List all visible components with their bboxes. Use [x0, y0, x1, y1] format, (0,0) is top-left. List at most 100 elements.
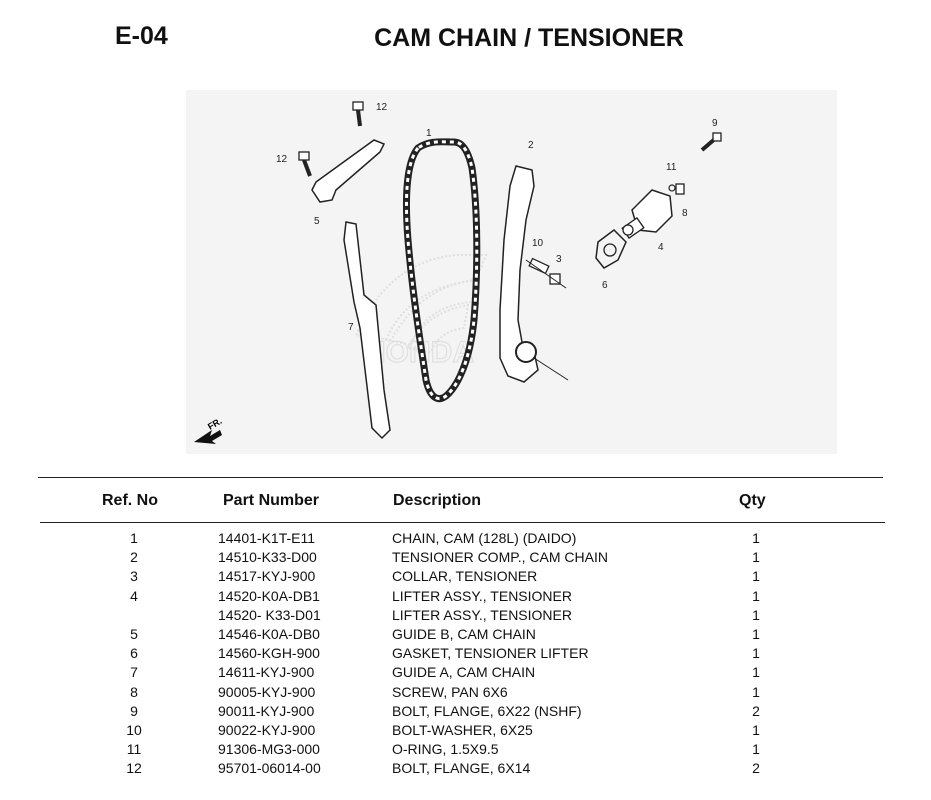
qty: 1 [752, 606, 760, 623]
cam-chain [403, 138, 481, 403]
description: COLLAR, TENSIONER [392, 568, 538, 585]
ref-no: 9 [130, 702, 138, 719]
part-number: 14546-K0A-DB0 [218, 625, 320, 642]
callout-7: 7 [348, 322, 354, 333]
part-number: 90005-KYJ-900 [218, 683, 316, 700]
callout-6: 6 [602, 280, 608, 291]
qty: 1 [752, 587, 760, 604]
qty: 1 [752, 530, 760, 546]
ref-no: 11 [126, 741, 142, 758]
callout-1: 1 [426, 128, 432, 139]
page-title: CAM CHAIN / TENSIONER [374, 24, 684, 52]
ref-no: 3 [130, 568, 138, 585]
bolt-washer-and-collar [525, 257, 567, 289]
flange-bolt-12-lower [298, 151, 312, 177]
part-number: 90022-KYJ-900 [218, 721, 316, 738]
part-number: 90011-KYJ-900 [218, 702, 315, 719]
table-row: 14520- K33-D01 LIFTER ASSY., TENSIONER 1 [0, 607, 931, 626]
qty: 2 [752, 702, 760, 719]
table-row: 3 14517-KYJ-900 COLLAR, TENSIONER 1 [0, 568, 931, 587]
col-header-part: Part Number [223, 492, 320, 509]
callout-4: 4 [658, 242, 664, 253]
part-number: 14520-K0A-DB1 [218, 587, 320, 604]
flange-bolt-12-upper [352, 101, 364, 127]
gasket [595, 229, 627, 269]
table-row: 10 90022-KYJ-900 BOLT-WASHER, 6X25 1 [0, 722, 931, 741]
ref-no: 6 [130, 645, 138, 662]
ref-no: 2 [130, 549, 138, 566]
description: BOLT, FLANGE, 6X14 [392, 760, 531, 777]
ref-no: 1 [130, 530, 138, 546]
ref-no: 8 [130, 683, 138, 700]
callout-8: 8 [682, 208, 688, 219]
guide-a [343, 221, 391, 440]
front-marker-label: FR. [206, 416, 224, 432]
col-header-qty: Qty [739, 492, 766, 509]
part-number: 14611-KYJ-900 [218, 664, 315, 681]
col-header-ref: Ref. No [102, 492, 158, 509]
front-direction-marker: FR. [194, 416, 224, 444]
callout-12a: 12 [376, 102, 388, 113]
tensioner-comp [499, 165, 539, 383]
pan-screw [675, 183, 685, 195]
table-row: 5 14546-K0A-DB0 GUIDE B, CAM CHAIN 1 [0, 626, 931, 645]
description: TENSIONER COMP., CAM CHAIN [392, 549, 608, 566]
ref-no: 7 [130, 664, 138, 681]
description: LIFTER ASSY., TENSIONER [392, 587, 572, 604]
exploded-view: HONDA [194, 101, 722, 444]
callout-12b: 12 [276, 154, 288, 165]
lifter-assy [621, 189, 673, 239]
part-number: 14517-KYJ-900 [218, 568, 316, 585]
table-row: 6 14560-KGH-900 GASKET, TENSIONER LIFTER 1 [0, 645, 931, 664]
description: GUIDE B, CAM CHAIN [392, 625, 536, 642]
ref-no: 4 [130, 587, 138, 604]
qty: 1 [752, 625, 760, 642]
description: BOLT, FLANGE, 6X22 (NSHF) [392, 702, 582, 719]
table-top-rule [38, 477, 883, 478]
part-number: 14510-K33-D00 [218, 549, 317, 566]
table-row: 1 14401-K1T-E11 CHAIN, CAM (128L) (DAIDO) 1 [0, 530, 931, 549]
part-number: 14401-K1T-E11 [218, 530, 316, 546]
qty: 1 [752, 741, 760, 758]
description: GASKET, TENSIONER LIFTER [392, 645, 589, 662]
description: BOLT-WASHER, 6X25 [392, 721, 533, 738]
qty: 1 [752, 549, 760, 566]
description: LIFTER ASSY., TENSIONER [392, 606, 572, 623]
tensioner-roller [515, 341, 537, 363]
part-number: 14560-KGH-900 [218, 645, 320, 662]
table-row: 12 95701-06014-00 BOLT, FLANGE, 6X14 2 [0, 760, 931, 779]
parts-diagram: HONDA [186, 90, 837, 454]
table-row: 9 90011-KYJ-900 BOLT, FLANGE, 6X22 (NSHF) 2 [0, 703, 931, 722]
table-header-rule [40, 522, 885, 523]
callout-11: 11 [666, 162, 677, 173]
description: GUIDE A, CAM CHAIN [392, 664, 536, 681]
callout-3: 3 [556, 254, 562, 265]
page-code: E-04 [115, 22, 168, 50]
col-header-desc: Description [393, 492, 482, 509]
description: CHAIN, CAM (128L) (DAIDO) [392, 530, 577, 546]
callouts: 1 2 3 4 5 6 7 8 9 10 11 12 12 [276, 102, 718, 333]
ref-no: 10 [126, 721, 142, 738]
qty: 1 [752, 721, 760, 738]
guide-b [311, 139, 386, 203]
qty: 1 [752, 568, 760, 585]
table-row: 4 14520-K0A-DB1 LIFTER ASSY., TENSIONER 1 [0, 588, 931, 607]
o-ring [668, 184, 676, 192]
flange-bolt-9 [700, 132, 722, 152]
ref-no: 12 [126, 760, 142, 777]
part-number: 91306-MG3-000 [218, 741, 320, 758]
ref-no: 5 [130, 625, 138, 642]
table-row: 11 91306-MG3-000 O-RING, 1.5X9.5 1 [0, 741, 931, 760]
qty: 1 [752, 645, 760, 662]
table-row: 2 14510-K33-D00 TENSIONER COMP., CAM CHAIN… [0, 549, 931, 568]
qty: 2 [752, 760, 760, 777]
description: SCREW, PAN 6X6 [392, 683, 508, 700]
part-number: 14520- K33-D01 [218, 606, 321, 623]
description: O-RING, 1.5X9.5 [392, 741, 499, 758]
part-number: 95701-06014-00 [218, 760, 321, 777]
callout-2: 2 [528, 140, 534, 151]
callout-10: 10 [532, 238, 544, 249]
